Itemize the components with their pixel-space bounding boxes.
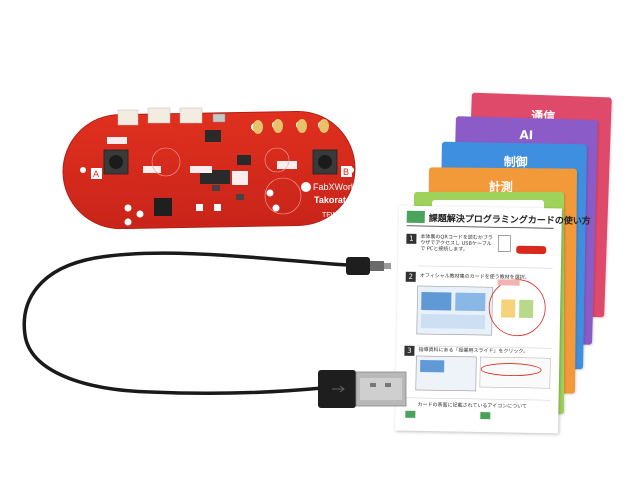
microcontroller-chip xyxy=(154,198,172,216)
button-b-label: B xyxy=(343,167,349,177)
connector xyxy=(179,107,203,124)
model-number: TFW-TR1 xyxy=(322,212,353,219)
button-a-label: A xyxy=(93,169,99,179)
connector xyxy=(117,109,139,126)
micro-usb-plug xyxy=(346,257,370,275)
leaflet-graphics xyxy=(403,210,554,420)
logo-icon xyxy=(301,182,311,192)
usb-port xyxy=(212,113,226,123)
usb-icon xyxy=(332,385,345,393)
cable-wire xyxy=(22,251,350,395)
connector xyxy=(147,107,171,124)
brand-name: FabXWorks xyxy=(313,182,360,192)
product-name: Takoratch xyxy=(314,195,356,205)
instruction-leaflet: 課題解決プログラミングカードの使い方 1 本体裏のQRコードを読むかブラウザでア… xyxy=(395,205,591,434)
